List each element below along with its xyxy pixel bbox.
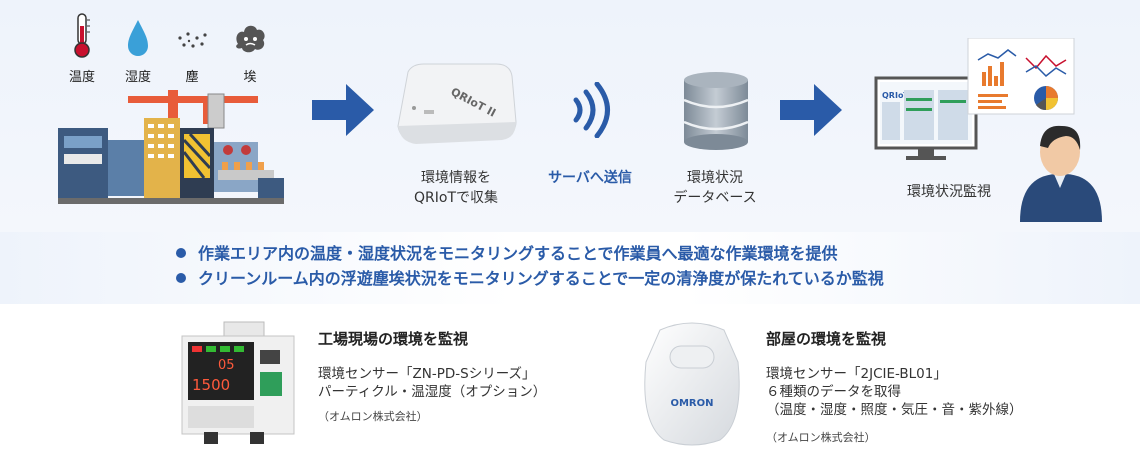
send-caption: サーバへ送信 [548, 170, 632, 186]
product-1-line2: パーティクル・温湿度（オプション） [318, 384, 547, 400]
monitor-caption: 環境状況監視 [907, 184, 991, 200]
product-2-title: 部屋の環境を監視 [766, 330, 887, 348]
sensor-label-temperature: 温度 [68, 70, 95, 85]
dust-cloud-icon [230, 8, 270, 68]
display-top-value: 05 [218, 358, 235, 373]
bullet-band [0, 232, 1140, 304]
display-bottom-value: 1500 [192, 376, 230, 394]
factory-illustration [58, 88, 288, 220]
product-1-title: 工場現場の環境を監視 [318, 330, 469, 348]
bullet-1-text: 作業エリア内の温度・湿度状況をモニタリングすることで作業員へ最適な作業環境を提供 [198, 244, 838, 263]
product-2-line2: ６種類のデータを取得 [766, 384, 901, 400]
database-icon [680, 70, 752, 156]
flow-arrow-2 [780, 84, 842, 140]
product-1-note: （オムロン株式会社） [318, 410, 428, 423]
bullet-dot [176, 248, 186, 258]
wireless-signal-icon [570, 81, 616, 142]
water-drop-icon [118, 8, 158, 68]
collect-caption-line1: 環境情報を [421, 170, 491, 186]
monitoring-illustration: QRIoT [870, 37, 1110, 226]
collect-caption: 環境情報を QRIoTで収集 [396, 168, 516, 208]
zn-pd-s-sensor-image: 05 1500 [174, 320, 300, 450]
thermometer-icon [62, 8, 102, 68]
product-2-line1: 環境センサー「2JCIE-BL01」 [766, 366, 947, 382]
collect-caption-line2: QRIoTで収集 [414, 190, 498, 206]
flow-arrow-1 [312, 84, 374, 140]
monitor-logo: QRIoT [882, 91, 909, 100]
database-caption: 環境状況 データベース [648, 168, 782, 208]
2jcie-bl01-sensor-image: OMRON [640, 322, 744, 450]
qriot-gateway-device: QRIoT II [394, 62, 518, 152]
bullet-2: クリーンルーム内の浮遊塵埃状況をモニタリングすることで一定の清浄度が保たれている… [176, 265, 884, 289]
database-caption-line2: データベース [673, 190, 757, 206]
bullet-2-text: クリーンルーム内の浮遊塵埃状況をモニタリングすることで一定の清浄度が保たれている… [198, 269, 884, 288]
bullet-1: 作業エリア内の温度・湿度状況をモニタリングすることで作業員へ最適な作業環境を提供 [176, 240, 838, 264]
brand-logo: OMRON [670, 398, 713, 409]
product-1-line1: 環境センサー「ZN-PD-Sシリーズ」 [318, 366, 536, 382]
sensor-label-soot: 埃 [243, 70, 257, 85]
database-caption-line1: 環境状況 [687, 170, 743, 186]
sensor-label-dust: 塵 [185, 70, 199, 85]
dust-particles-icon [172, 8, 212, 68]
bullet-dot [176, 273, 186, 283]
product-2-line3: （温度・湿度・照度・気圧・音・紫外線） [766, 402, 1023, 418]
sensor-label-humidity: 湿度 [124, 70, 151, 85]
product-2-note: （オムロン株式会社） [766, 431, 876, 444]
